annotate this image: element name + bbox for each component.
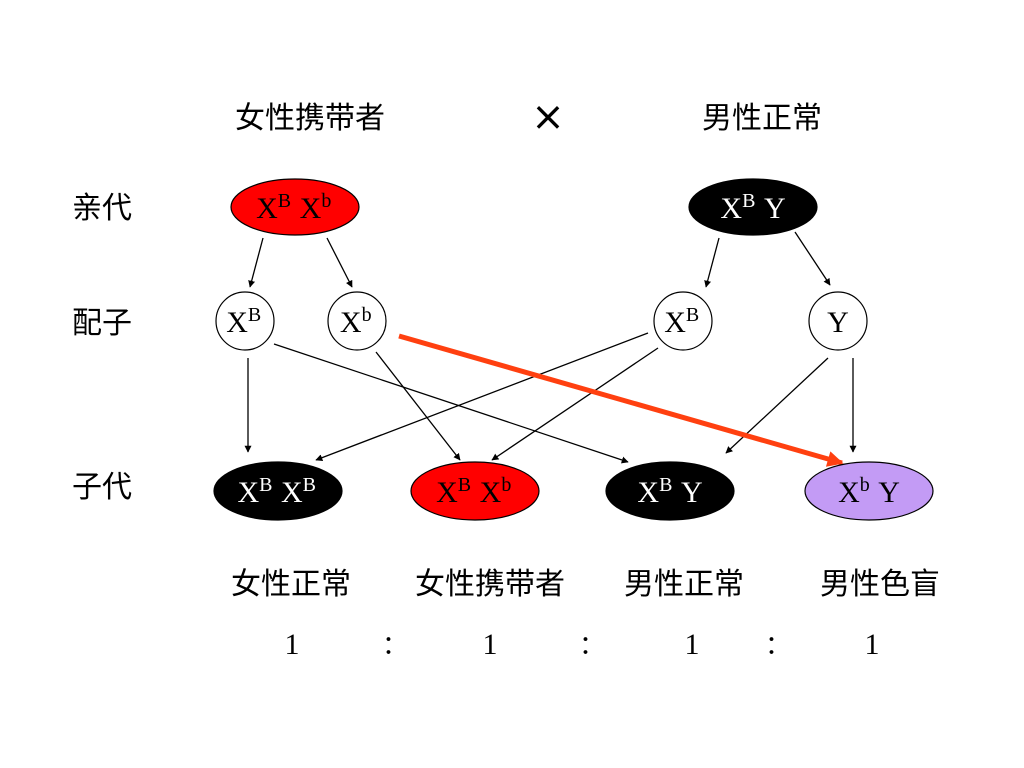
gamete-ellipse [653,291,713,351]
ratio-value-3: 1 [685,628,700,661]
offspring-node-o1: XB XB [213,461,343,521]
gamete-genotype-label: Y [827,306,849,339]
ratio-separator-1: ： [382,631,408,661]
offspring-node-o4: Xb Y [804,461,934,521]
offspring-ellipse [605,461,735,521]
arrow-p2-to-g3 [704,237,720,288]
parent-genotype-label: XB Y [720,190,785,225]
male-parent-label: 男性正常 [702,101,822,136]
parent-node-p1: XB Xb [230,178,360,236]
arrow-g3-to-o2 [491,347,659,461]
gamete-genotype-label: XB [664,304,702,339]
highlight-arrow-g2-to-o4 [398,333,844,467]
row-label-parents: 亲代 [72,191,132,226]
arrow-g2-to-o2 [375,351,461,461]
arrow-p2-to-g4 [794,231,831,286]
gamete-ellipse [215,291,275,351]
offspring-genotype-label: Xb Y [838,474,900,509]
phenotype-label-2: 女性携带者 [415,567,565,602]
offspring-ellipse [804,461,934,521]
offspring-ellipse [213,461,343,521]
gamete-node-g2: Xb [327,291,387,351]
parent-ellipse [230,178,360,236]
cross-symbol: × [531,94,565,140]
offspring-ellipse [410,461,540,521]
parent-ellipse [688,178,818,236]
arrow-g3-to-o1 [315,332,649,462]
gamete-genotype-label: Xb [340,304,374,339]
arrow-g4-to-o3 [725,357,829,454]
genotype-nodes: XB Xb XB Y XB Xb XB Y XB XB XB Xb XB Y Xb Y [213,178,934,521]
arrow-g1-to-o3 [273,343,629,464]
ratio-separator-3: ： [765,631,791,661]
gamete-ellipse [327,291,387,351]
inheritance-arrows [244,231,857,464]
highlight-arrow-group [398,333,844,467]
ratio-value-1: 1 [285,628,300,661]
phenotype-label-4: 男性色盲 [820,567,940,602]
offspring-genotype-label: XB Y [637,474,702,509]
phenotype-label-3: 男性正常 [624,567,744,602]
gamete-node-g3: XB [653,291,713,351]
arrow-p1-to-g2 [326,237,353,288]
parent-genotype-label: XB Xb [256,190,334,225]
row-label-gametes: 配子 [72,306,132,341]
arrow-p1-to-g1 [248,237,264,288]
offspring-genotype-label: XB Xb [436,474,514,509]
row-label-offspring: 子代 [72,470,132,505]
ratio-value-2: 1 [483,628,498,661]
female-parent-label: 女性携带者 [235,101,385,136]
offspring-node-o2: XB Xb [410,461,540,521]
parent-node-p2: XB Y [688,178,818,236]
offspring-genotype-label: XB XB [237,474,318,509]
gamete-genotype-label: XB [226,304,264,339]
offspring-node-o3: XB Y [605,461,735,521]
gamete-node-g4: Y [808,291,868,351]
gamete-ellipse [808,291,868,351]
gamete-node-g1: XB [215,291,275,351]
ratio-value-4: 1 [865,628,880,661]
ratio-separator-2: ： [579,631,605,661]
phenotype-label-1: 女性正常 [231,567,351,602]
